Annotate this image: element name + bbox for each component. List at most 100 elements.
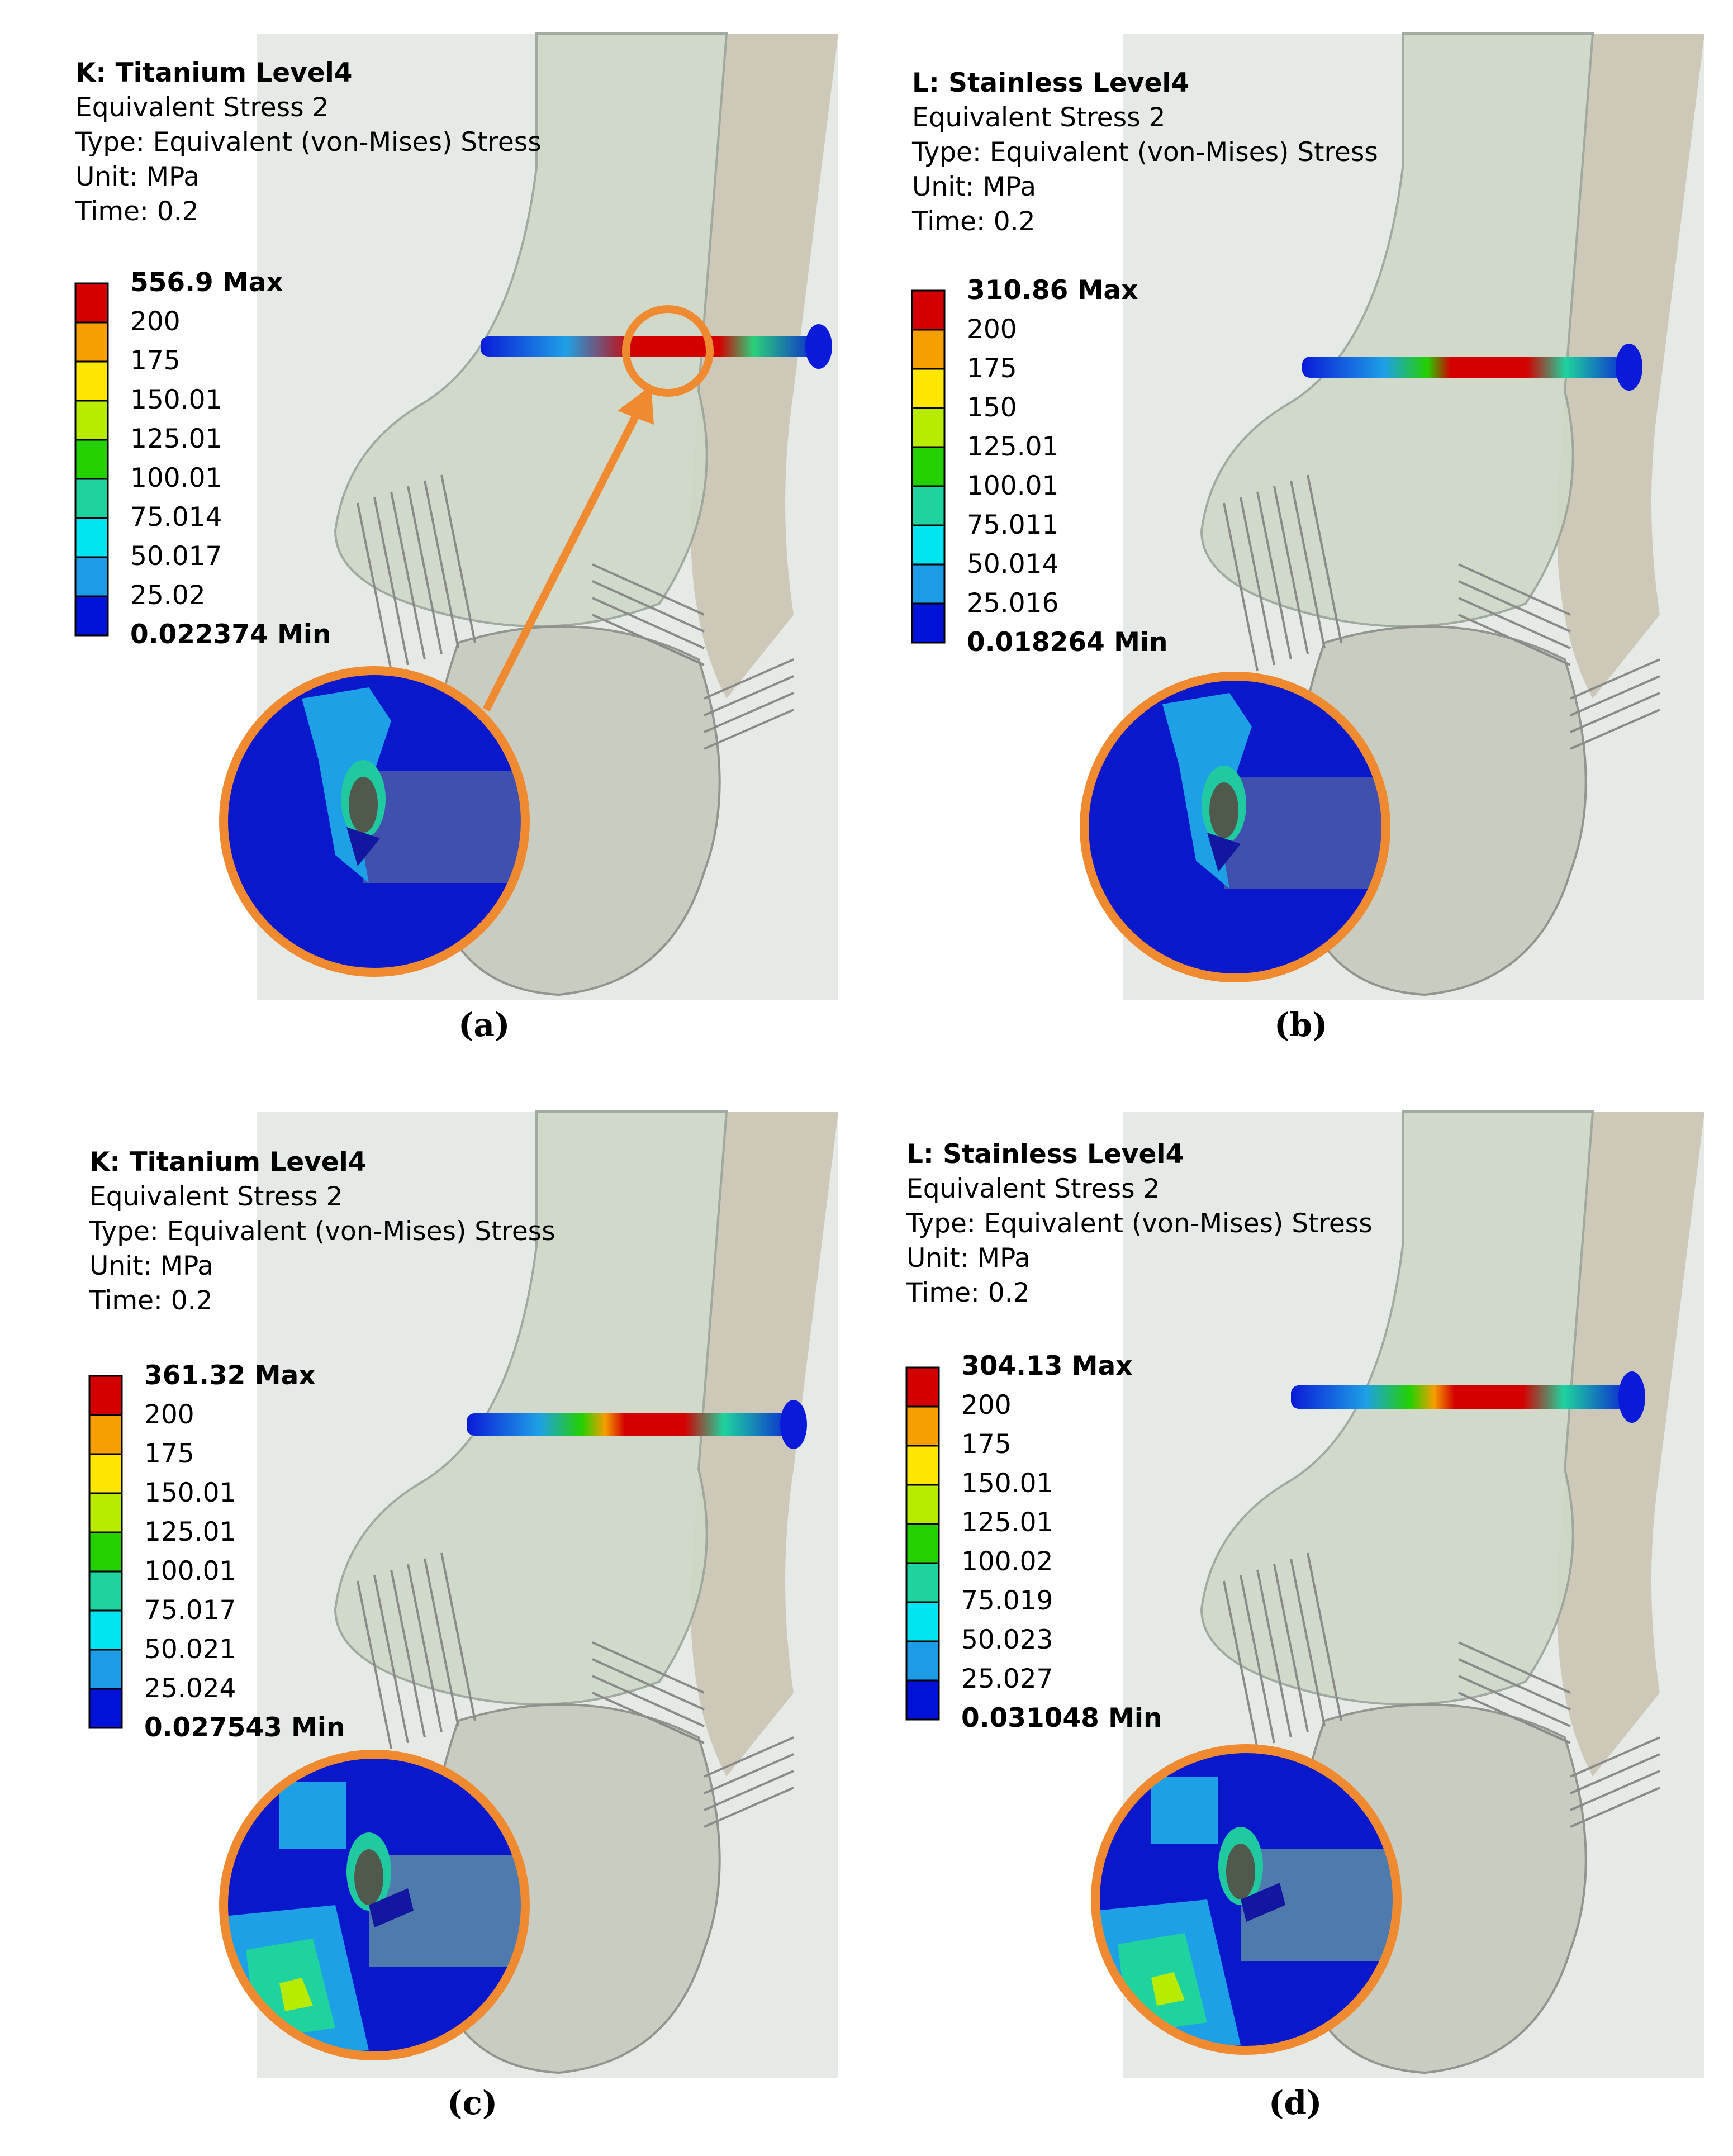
result-time: Time: 0.2 [912, 206, 1036, 237]
result-info: K: Titanium Level4 Equivalent Stress 2 T… [75, 56, 542, 229]
fea-scene-d [905, 1110, 1704, 2078]
legend-max-label: 310.86 Max [967, 275, 1138, 306]
legend-label: 200 [967, 314, 1017, 345]
legend-max-label: 361.32 Max [144, 1360, 316, 1391]
legend-label: 75.011 [967, 510, 1059, 540]
screw [481, 336, 822, 357]
screw [1291, 1385, 1632, 1409]
legend-label: 50.017 [130, 541, 222, 572]
result-name: Equivalent Stress 2 [89, 1181, 343, 1212]
legend-label: 175 [967, 353, 1017, 384]
panel-b: L: Stainless Level4 Equivalent Stress 2 … [866, 0, 1732, 1078]
result-time: Time: 0.2 [75, 196, 199, 227]
legend-label: 150 [967, 392, 1017, 423]
ligament-medial [1223, 474, 1342, 671]
zoom-inset-contents [224, 1754, 525, 2056]
tibia-shape [334, 32, 728, 628]
result-unit: Unit: MPa [89, 1251, 214, 1281]
fea-scene-b [911, 32, 1704, 1000]
result-name: Equivalent Stress 2 [912, 102, 1166, 133]
highlight-arrow-head [618, 386, 654, 425]
panel-caption: (c) [447, 2084, 498, 2122]
result-info: K: Titanium Level4 Equivalent Stress 2 T… [89, 1145, 555, 1318]
highlight-arrow-line [482, 400, 647, 712]
screw [467, 1413, 796, 1436]
result-type: Type: Equivalent (von-Mises) Stress [912, 137, 1378, 168]
legend-label: 150.01 [961, 1468, 1053, 1499]
result-unit: Unit: MPa [75, 162, 200, 192]
legend-label: 175 [130, 345, 181, 376]
legend-label: 75.017 [144, 1595, 236, 1626]
legend-label: 75.019 [961, 1585, 1053, 1616]
legend-min-label: 0.018264 Min [967, 627, 1168, 658]
legend-label: 50.021 [144, 1634, 236, 1665]
legend-max-label: 304.13 Max [961, 1351, 1133, 1381]
result-name: Equivalent Stress 2 [906, 1174, 1160, 1204]
legend-label: 200 [961, 1390, 1012, 1421]
legend-label: 100.01 [967, 471, 1059, 501]
zoom-inset-circle [219, 1750, 530, 2060]
fibula-shape [1557, 1112, 1704, 1777]
legend-label: 125.01 [130, 424, 222, 454]
legend-label: 100.01 [130, 463, 222, 493]
legend-label: 200 [130, 306, 181, 337]
screw-head [1616, 344, 1642, 391]
legend-label: 25.027 [961, 1664, 1053, 1694]
fea-scene-a [74, 32, 838, 1000]
ligament-medial [357, 474, 476, 671]
ligament-lateral [1458, 563, 1660, 750]
fibula-shape [691, 1112, 838, 1777]
screw [1302, 357, 1632, 378]
result-unit: Unit: MPa [906, 1243, 1031, 1274]
legend-label: 100.02 [961, 1546, 1053, 1577]
panel-c: K: Titanium Level4 Equivalent Stress 2 T… [0, 1078, 866, 2156]
legend-label: 200 [144, 1399, 194, 1430]
zoom-inset-contents [224, 671, 525, 972]
result-name: Equivalent Stress 2 [75, 92, 329, 123]
result-title: K: Titanium Level4 [75, 58, 353, 88]
legend-label: 25.016 [967, 588, 1059, 619]
result-time: Time: 0.2 [89, 1285, 213, 1316]
result-title: L: Stainless Level4 [906, 1139, 1184, 1170]
legend-label: 150.01 [144, 1478, 236, 1508]
zoom-inset-circle [1091, 1744, 1402, 2055]
legend-label: 25.02 [130, 580, 206, 611]
screw-head [805, 324, 832, 369]
legend-colorbar [88, 1375, 123, 1729]
legend-colorbar [905, 1366, 940, 1721]
zoom-inset-contents [1095, 1749, 1397, 2050]
legend-label: 50.014 [967, 549, 1059, 580]
result-title: K: Titanium Level4 [89, 1147, 367, 1177]
screw-head [1618, 1371, 1645, 1423]
ligament-lateral [1458, 1641, 1660, 1828]
result-type: Type: Equivalent (von-Mises) Stress [906, 1208, 1373, 1239]
legend-label: 125.01 [961, 1507, 1053, 1538]
legend-min-label: 0.027543 Min [144, 1712, 345, 1743]
result-info: L: Stainless Level4 Equivalent Stress 2 … [912, 66, 1378, 239]
zoom-inset-circle [219, 666, 530, 977]
legend-label: 175 [144, 1438, 194, 1469]
legend-colorbar [74, 282, 109, 637]
zoom-inset-contents [1084, 676, 1386, 978]
legend-label: 125.01 [144, 1517, 236, 1547]
legend-label: 50.023 [961, 1625, 1053, 1655]
fibula-shape [691, 34, 838, 699]
legend-min-label: 0.031048 Min [961, 1703, 1162, 1734]
result-type: Type: Equivalent (von-Mises) Stress [89, 1216, 555, 1247]
legend-min-label: 0.022374 Min [130, 619, 331, 650]
ligament-medial [1223, 1552, 1342, 1749]
result-time: Time: 0.2 [906, 1278, 1030, 1308]
legend-label: 75.014 [130, 502, 222, 533]
legend-label: 125.01 [967, 431, 1059, 462]
ligament-lateral [592, 1641, 794, 1828]
ligament-lateral [592, 563, 794, 750]
ligament-medial [357, 1552, 476, 1749]
tibia-shape [334, 1110, 728, 1706]
result-type: Type: Equivalent (von-Mises) Stress [75, 127, 542, 158]
legend-label: 100.01 [144, 1556, 236, 1587]
panel-caption: (d) [1269, 2084, 1322, 2122]
screw-head [780, 1400, 807, 1449]
panel-caption: (a) [458, 1006, 510, 1044]
result-unit: Unit: MPa [912, 172, 1037, 202]
